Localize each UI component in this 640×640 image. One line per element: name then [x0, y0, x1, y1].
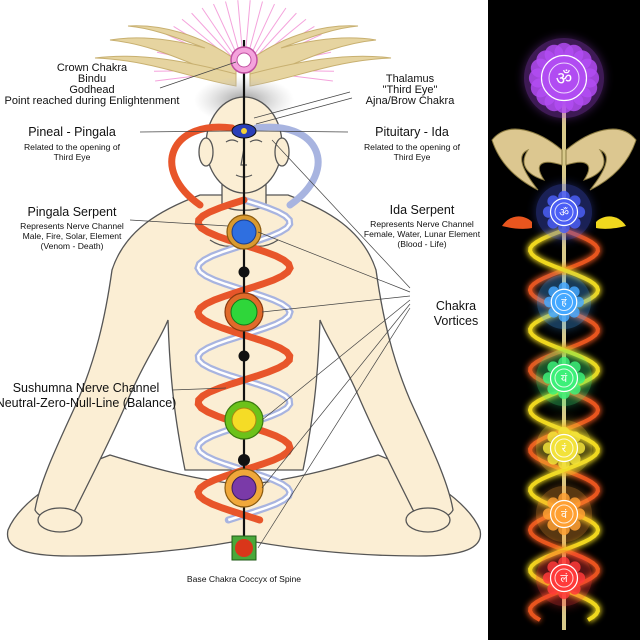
heart-chakra-glyph: यं	[561, 372, 568, 385]
crown-chakra-icon: ॐ	[524, 38, 604, 118]
leader-lines	[129, 61, 411, 549]
third-eye-chakra-glyph: ॐ	[559, 206, 569, 219]
thalamus-line: Thalamus	[386, 73, 435, 85]
body-chakra-illustration: Crown Chakra Bindu Godhead Point reached…	[0, 0, 482, 584]
sushumna-line: Neutral-Zero-Null-Line (Balance)	[0, 396, 176, 410]
pingala-title: Pingala Serpent	[28, 205, 117, 219]
ida-line: (Blood - Life)	[397, 239, 446, 249]
crown-line: Point reached during Enlightenment	[5, 95, 180, 107]
vortices-line: Chakra	[436, 299, 476, 313]
pineal-title: Pineal - Pingala	[28, 125, 116, 139]
solar-plexus-chakra-glyph: रं	[562, 442, 567, 455]
crown-chakra-glyph: ॐ	[556, 69, 572, 90]
thalamus-line: Ajna/Brow Chakra	[366, 95, 456, 107]
crown-line: Godhead	[69, 84, 114, 96]
heart-chakra-icon: यं	[536, 350, 592, 406]
crown-line: Bindu	[78, 73, 106, 85]
throat-chakra-icon: हं	[537, 275, 591, 329]
pingala-serpent-head	[168, 123, 236, 209]
glowing-chakra-column: ॐ ॐ हं यं रं वं लं	[488, 0, 640, 640]
spine-node-icon	[238, 454, 250, 466]
pingala-line: Represents Nerve Channel	[20, 221, 124, 231]
third-eye-chakra-icon	[231, 123, 257, 139]
pingala-label: Pingala Serpent Represents Nerve Channel…	[20, 205, 124, 251]
serpent-heads-icon	[502, 216, 626, 229]
vortices-label: Chakra Vortices	[434, 299, 478, 328]
pingala-serpent	[194, 196, 294, 524]
third-eye-chakra-icon: ॐ	[536, 184, 592, 240]
root-chakra-icon	[231, 535, 257, 561]
base-chakra-label: Base Chakra Coccyx of Spine	[187, 574, 301, 584]
crown-chakra-label: Crown Chakra Bindu Godhead Point reached…	[5, 62, 180, 107]
ida-serpent-head	[252, 123, 322, 209]
ida-serpent-highlight	[196, 198, 292, 522]
pituitary-line: Related to the opening of	[364, 142, 461, 152]
sacral-chakra-icon	[224, 468, 264, 508]
pineal-label: Pineal - Pingala Related to the opening …	[24, 125, 121, 162]
ida-label: Ida Serpent Represents Nerve Channel Fem…	[364, 203, 481, 249]
spine-node-icon	[238, 350, 250, 362]
caduceus-wings-icon	[491, 128, 637, 191]
throat-chakra-icon	[226, 214, 262, 250]
pineal-line: Related to the opening of	[24, 142, 121, 152]
thalamus-label: Thalamus "Third Eye" Ajna/Brow Chakra	[366, 73, 456, 107]
root-chakra-glyph: लं	[560, 572, 568, 585]
pingala-line: (Venom - Death)	[40, 241, 103, 251]
sacral-chakra-glyph: वं	[561, 508, 568, 521]
serpent-channels	[168, 123, 322, 524]
thalamus-line: "Third Eye"	[383, 84, 438, 96]
pituitary-line: Third Eye	[394, 152, 431, 162]
chakra-stack: ॐ ॐ हं यं रं वं लं	[524, 38, 604, 606]
chakra-column-svg: ॐ ॐ हं यं रं वं लं	[488, 0, 640, 640]
ida-line: Female, Water, Lunar Element	[364, 229, 481, 239]
pituitary-title: Pituitary - Ida	[375, 125, 449, 139]
sushumna-line: Sushumna Nerve Channel	[13, 381, 160, 395]
heart-chakra-icon	[224, 292, 264, 332]
solar-plexus-chakra-icon	[224, 400, 264, 440]
body-figure-svg: Crown Chakra Bindu Godhead Point reached…	[0, 0, 482, 584]
pituitary-label: Pituitary - Ida Related to the opening o…	[364, 125, 461, 162]
sacral-chakra-icon: वं	[536, 486, 592, 542]
solar-plexus-chakra-icon: रं	[536, 420, 592, 476]
crown-chakra-icon	[230, 46, 258, 74]
spine-node-icon	[238, 266, 250, 278]
pineal-line: Third Eye	[54, 152, 91, 162]
pingala-line: Male, Fire, Solar, Element	[23, 231, 122, 241]
ida-line: Represents Nerve Channel	[370, 219, 474, 229]
sushumna-label: Sushumna Nerve Channel Neutral-Zero-Null…	[0, 381, 176, 410]
throat-chakra-glyph: हं	[561, 297, 567, 309]
vortices-line: Vortices	[434, 314, 478, 328]
crown-line: Crown Chakra	[57, 62, 128, 74]
ida-title: Ida Serpent	[390, 203, 455, 217]
root-chakra-icon: लं	[536, 550, 592, 606]
